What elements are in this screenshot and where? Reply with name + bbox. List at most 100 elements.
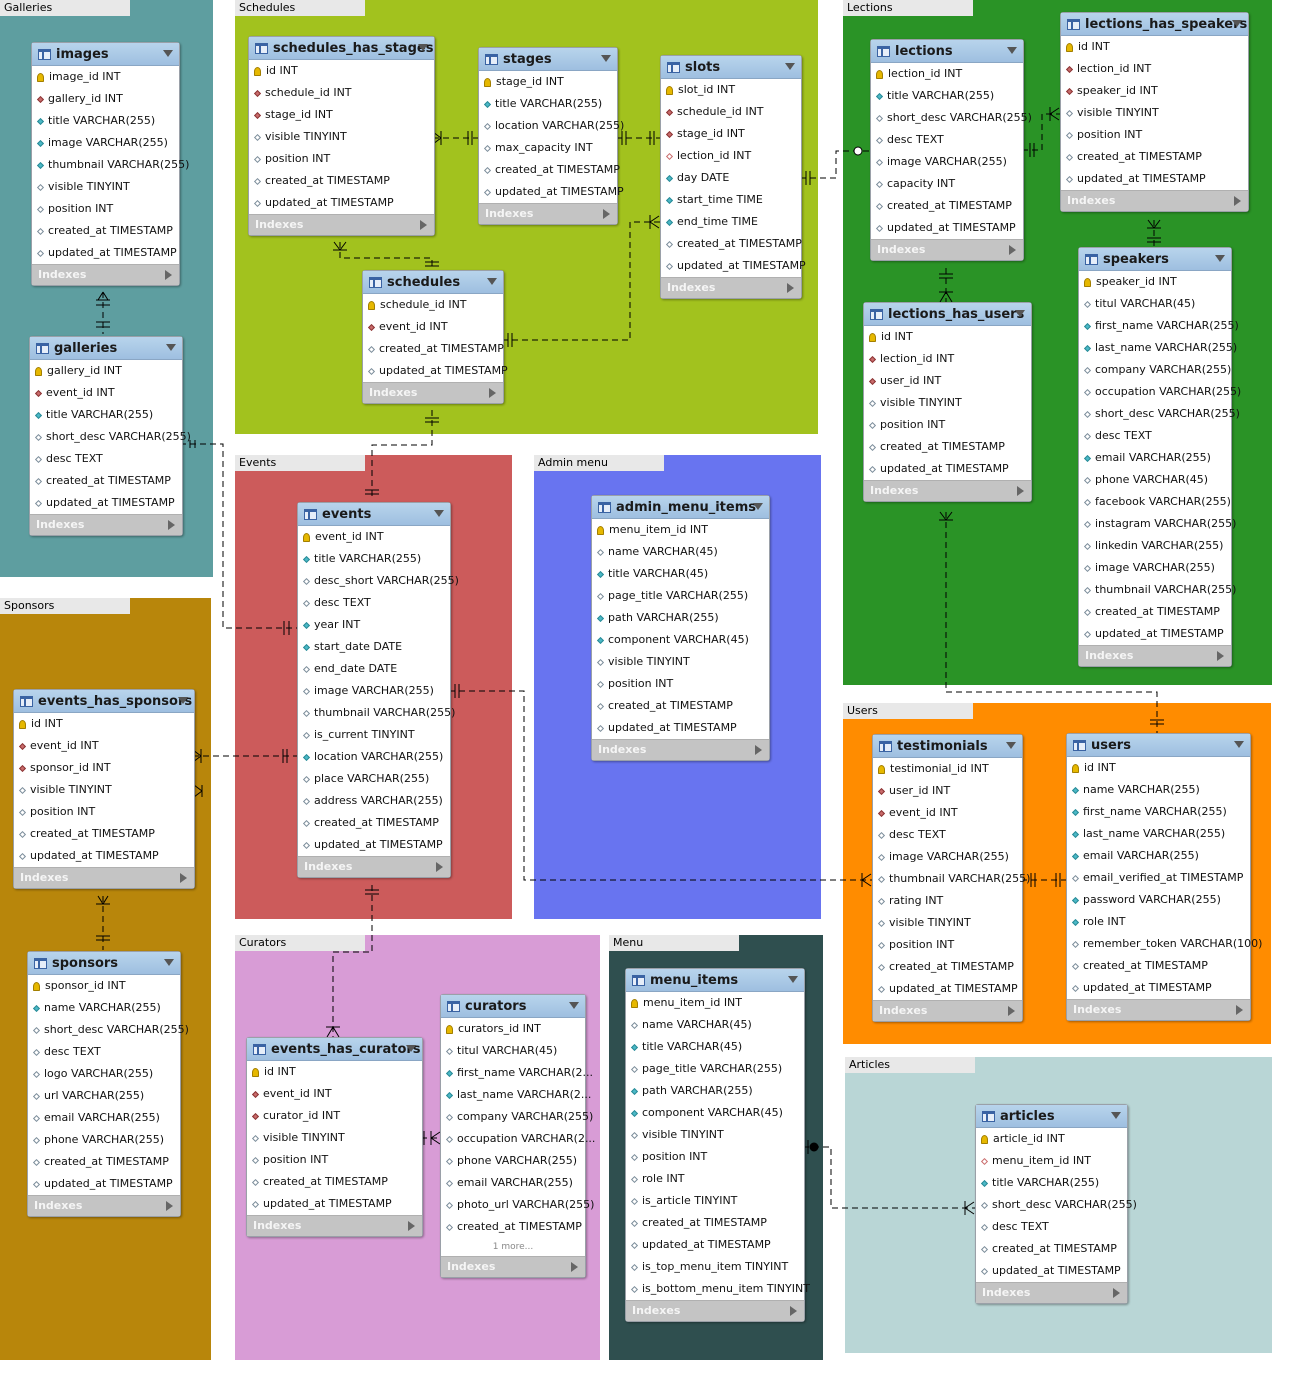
column-row[interactable]: visible TINYINT (864, 392, 1031, 414)
column-row[interactable]: day DATE (661, 167, 801, 189)
column-row[interactable]: title VARCHAR(45) (626, 1036, 804, 1058)
column-row[interactable]: desc TEXT (298, 592, 450, 614)
column-row[interactable]: event_id INT (873, 802, 1022, 824)
column-row[interactable]: updated_at TIMESTAMP (1061, 168, 1248, 190)
collapse-arrow-icon[interactable] (785, 63, 795, 70)
column-row[interactable]: email VARCHAR(255) (1067, 845, 1250, 867)
column-row[interactable]: stage_id INT (479, 71, 617, 93)
expand-arrow-icon[interactable] (571, 1262, 578, 1272)
column-row[interactable]: component VARCHAR(45) (592, 629, 769, 651)
column-row[interactable]: phone VARCHAR(255) (441, 1150, 585, 1172)
expand-arrow-icon[interactable] (1113, 1288, 1120, 1298)
expand-arrow-icon[interactable] (1017, 486, 1024, 496)
column-row[interactable]: visible TINYINT (592, 651, 769, 673)
column-row[interactable]: updated_at TIMESTAMP (864, 458, 1031, 480)
column-row[interactable]: created_at TIMESTAMP (871, 195, 1023, 217)
table-header[interactable]: articles (976, 1105, 1127, 1128)
column-row[interactable]: curators_id INT (441, 1018, 585, 1040)
column-row[interactable]: updated_at TIMESTAMP (28, 1173, 180, 1195)
indexes-section[interactable]: Indexes (626, 1300, 804, 1321)
more-columns-label[interactable]: 1 more... (492, 1242, 534, 1252)
column-row[interactable]: title VARCHAR(255) (298, 548, 450, 570)
column-row[interactable]: updated_at TIMESTAMP (873, 978, 1022, 1000)
column-row[interactable]: position INT (626, 1146, 804, 1168)
column-row[interactable]: created_at TIMESTAMP (1079, 601, 1231, 623)
indexes-section[interactable]: Indexes (976, 1282, 1127, 1303)
column-row[interactable]: id INT (14, 713, 194, 735)
expand-arrow-icon[interactable] (603, 209, 610, 219)
indexes-section[interactable]: Indexes (873, 1000, 1022, 1021)
column-row[interactable]: updated_at TIMESTAMP (976, 1260, 1127, 1282)
collapse-arrow-icon[interactable] (788, 976, 798, 983)
indexes-section[interactable]: Indexes (247, 1215, 422, 1236)
column-row[interactable]: updated_at TIMESTAMP (661, 255, 806, 277)
column-row[interactable]: created_at TIMESTAMP (14, 823, 194, 845)
column-row[interactable]: position INT (249, 148, 434, 170)
expand-arrow-icon[interactable] (436, 862, 443, 872)
column-row[interactable]: id INT (864, 326, 1031, 348)
column-row[interactable]: thumbnail VARCHAR(255) (873, 868, 1030, 890)
column-row[interactable]: visible TINYINT (1061, 102, 1248, 124)
column-row[interactable]: created_at TIMESTAMP (30, 470, 182, 492)
column-row[interactable]: id INT (249, 60, 434, 82)
column-row[interactable]: is_top_menu_item TINYINT (626, 1256, 804, 1278)
table-header[interactable]: schedules (363, 271, 503, 294)
column-row[interactable]: page_title VARCHAR(255) (592, 585, 769, 607)
column-row[interactable]: visible TINYINT (247, 1127, 422, 1149)
column-row[interactable]: visible TINYINT (249, 126, 434, 148)
collapse-arrow-icon[interactable] (1015, 310, 1025, 317)
collapse-arrow-icon[interactable] (406, 1045, 416, 1052)
column-row[interactable]: position INT (873, 934, 1022, 956)
column-row[interactable]: updated_at TIMESTAMP (479, 181, 624, 203)
table-header[interactable]: menu_items (626, 969, 804, 992)
column-row[interactable]: lection_id INT (1061, 58, 1248, 80)
expand-arrow-icon[interactable] (489, 388, 496, 398)
column-row[interactable]: last_name VARCHAR(2... (441, 1084, 591, 1106)
indexes-section[interactable]: Indexes (249, 214, 434, 235)
table-header[interactable]: images (32, 43, 179, 66)
table-header[interactable]: admin_menu_items (592, 496, 769, 519)
column-row[interactable]: created_at TIMESTAMP (441, 1216, 585, 1238)
column-row[interactable]: id INT (1061, 36, 1248, 58)
column-row[interactable]: event_id INT (14, 735, 194, 757)
expand-arrow-icon[interactable] (408, 1221, 415, 1231)
column-row[interactable]: desc TEXT (976, 1216, 1127, 1238)
column-row[interactable]: event_id INT (363, 316, 503, 338)
column-row[interactable]: created_at TIMESTAMP (247, 1171, 422, 1193)
column-row[interactable]: capacity INT (871, 173, 1023, 195)
column-row[interactable]: is_current TINYINT (298, 724, 450, 746)
table-header[interactable]: slots (661, 56, 801, 79)
column-row[interactable]: menu_item_id INT (626, 992, 804, 1014)
column-row[interactable]: email VARCHAR(255) (28, 1107, 180, 1129)
column-row[interactable]: title VARCHAR(255) (30, 404, 182, 426)
column-row[interactable]: page_title VARCHAR(255) (626, 1058, 804, 1080)
column-row[interactable]: stage_id INT (661, 123, 801, 145)
column-row[interactable]: thumbnail VARCHAR(255) (298, 702, 455, 724)
column-row[interactable]: schedule_id INT (249, 82, 434, 104)
column-row[interactable]: slot_id INT (661, 79, 801, 101)
column-row[interactable]: desc TEXT (873, 824, 1022, 846)
expand-arrow-icon[interactable] (1008, 1006, 1015, 1016)
column-row[interactable]: path VARCHAR(255) (626, 1080, 804, 1102)
column-row[interactable]: created_at TIMESTAMP (592, 695, 769, 717)
column-row[interactable]: titul VARCHAR(45) (1079, 293, 1231, 315)
column-row[interactable]: title VARCHAR(45) (592, 563, 769, 585)
column-row[interactable]: updated_at TIMESTAMP (592, 717, 769, 739)
table-header[interactable]: speakers (1079, 248, 1231, 271)
indexes-section[interactable]: Indexes (14, 867, 194, 888)
column-row[interactable]: updated_at TIMESTAMP (1067, 977, 1250, 999)
indexes-section[interactable]: Indexes (592, 739, 769, 760)
column-row[interactable]: instagram VARCHAR(255) (1079, 513, 1236, 535)
collapse-arrow-icon[interactable] (434, 510, 444, 517)
indexes-section[interactable]: Indexes (32, 264, 179, 285)
column-row[interactable]: place VARCHAR(255) (298, 768, 450, 790)
table-header[interactable]: galleries (30, 337, 182, 360)
column-row[interactable]: id INT (247, 1061, 422, 1083)
